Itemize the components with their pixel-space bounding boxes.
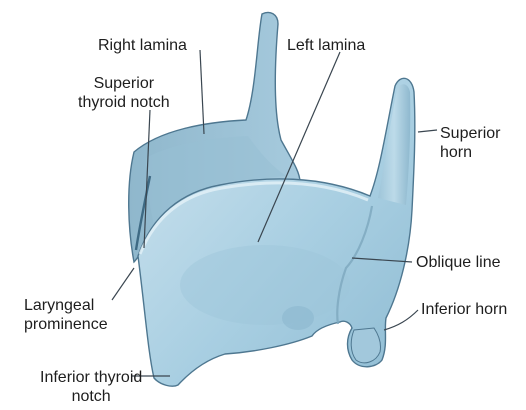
lamina-shading-small [282, 306, 314, 330]
label-inferior-horn: Inferior horn [421, 300, 507, 319]
label-inferior-thyroid-notch-line1: Inferior thyroid [40, 368, 142, 387]
label-inferior-thyroid-notch-line2: notch [72, 387, 111, 406]
lamina-shading [180, 245, 350, 325]
label-laryngeal-prominence-line2: prominence [24, 315, 108, 334]
label-superior-thyroid-notch-line2: thyroid notch [78, 93, 170, 112]
label-left-lamina: Left lamina [287, 36, 365, 55]
label-superior-horn-line2: horn [440, 143, 472, 162]
label-superior-horn: Superior horn [440, 124, 500, 162]
label-oblique-line: Oblique line [416, 253, 501, 272]
inferior-horn-shape [351, 328, 380, 363]
label-superior-horn-line1: Superior [440, 124, 500, 143]
label-right-lamina: Right lamina [98, 36, 187, 55]
leader-right-lamina [200, 50, 204, 134]
label-laryngeal-prominence: Laryngeal prominence [24, 296, 108, 334]
label-superior-thyroid-notch-line1: Superior [94, 74, 154, 93]
label-inferior-thyroid-notch: Inferior thyroid notch [40, 368, 142, 406]
leader-superior-horn [418, 130, 437, 132]
label-laryngeal-prominence-line1: Laryngeal [24, 296, 94, 315]
label-superior-thyroid-notch: Superior thyroid notch [78, 74, 170, 112]
leader-laryngeal-prominence [112, 268, 134, 300]
